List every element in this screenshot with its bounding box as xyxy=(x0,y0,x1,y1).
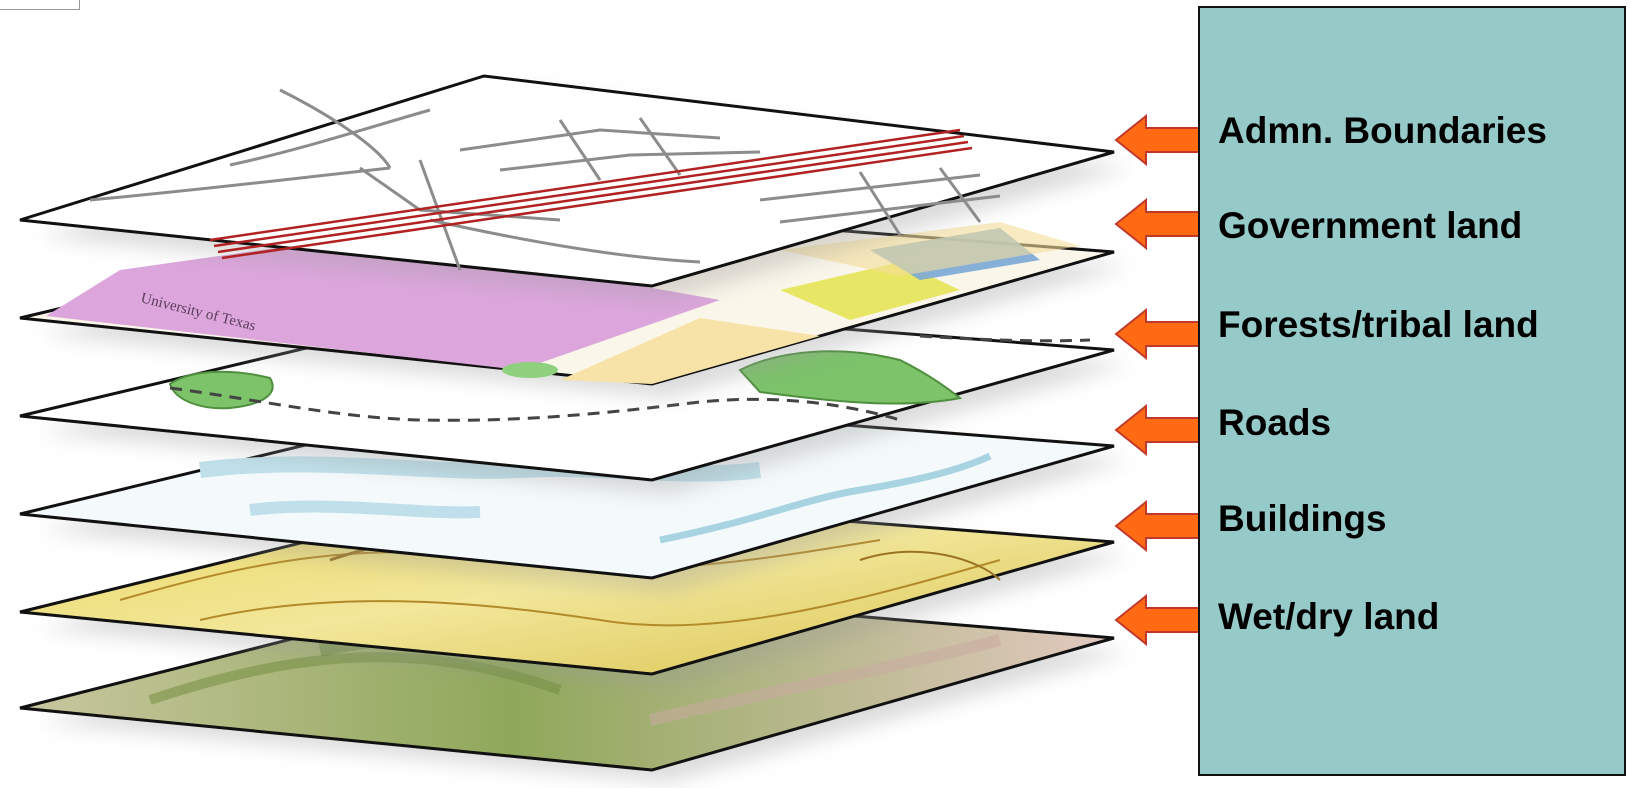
legend-label-wet-dry-land: Wet/dry land xyxy=(1218,596,1440,637)
legend-label-roads: Roads xyxy=(1218,402,1332,443)
corner-frame xyxy=(0,0,80,10)
legend-panel xyxy=(1198,6,1626,776)
legend-arrows xyxy=(1114,113,1213,647)
legend-label-forests-tribal-land: Forests/tribal land xyxy=(1218,304,1539,345)
layer-admin-boundaries xyxy=(19,74,1130,300)
legend-label-government-land: Government land xyxy=(1218,205,1523,246)
legend-label-buildings: Buildings xyxy=(1218,498,1387,539)
legend-label-admin-boundaries: Admn. Boundaries xyxy=(1218,110,1547,151)
